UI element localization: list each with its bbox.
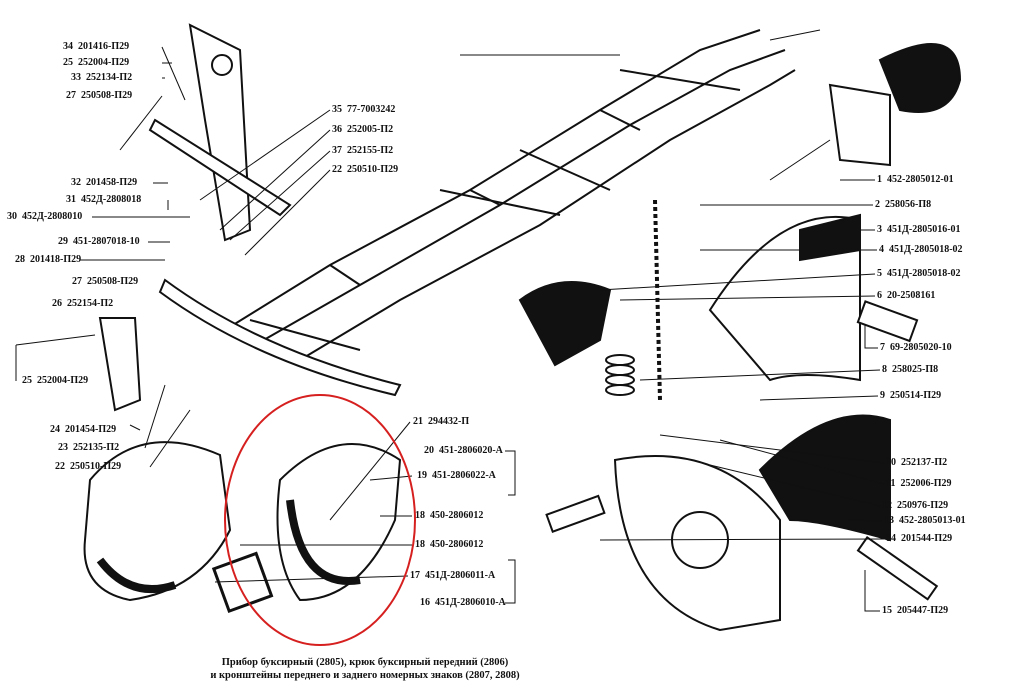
- leader-lines: [15, 29, 885, 612]
- front-bumper: [158, 278, 402, 397]
- vehicle-frame: [224, 29, 796, 361]
- license-bracket-front: [148, 23, 292, 242]
- highlight-circle: [224, 394, 416, 646]
- license-bracket-rear: [98, 317, 142, 412]
- front-tow-hooks: [83, 441, 402, 614]
- rear-tow-device: [518, 43, 962, 632]
- caption-line-1: Прибор буксирный (2805), крюк буксирный …: [221, 657, 509, 668]
- caption-line-2: и кронштейны переднего и заднего номерны…: [210, 670, 520, 681]
